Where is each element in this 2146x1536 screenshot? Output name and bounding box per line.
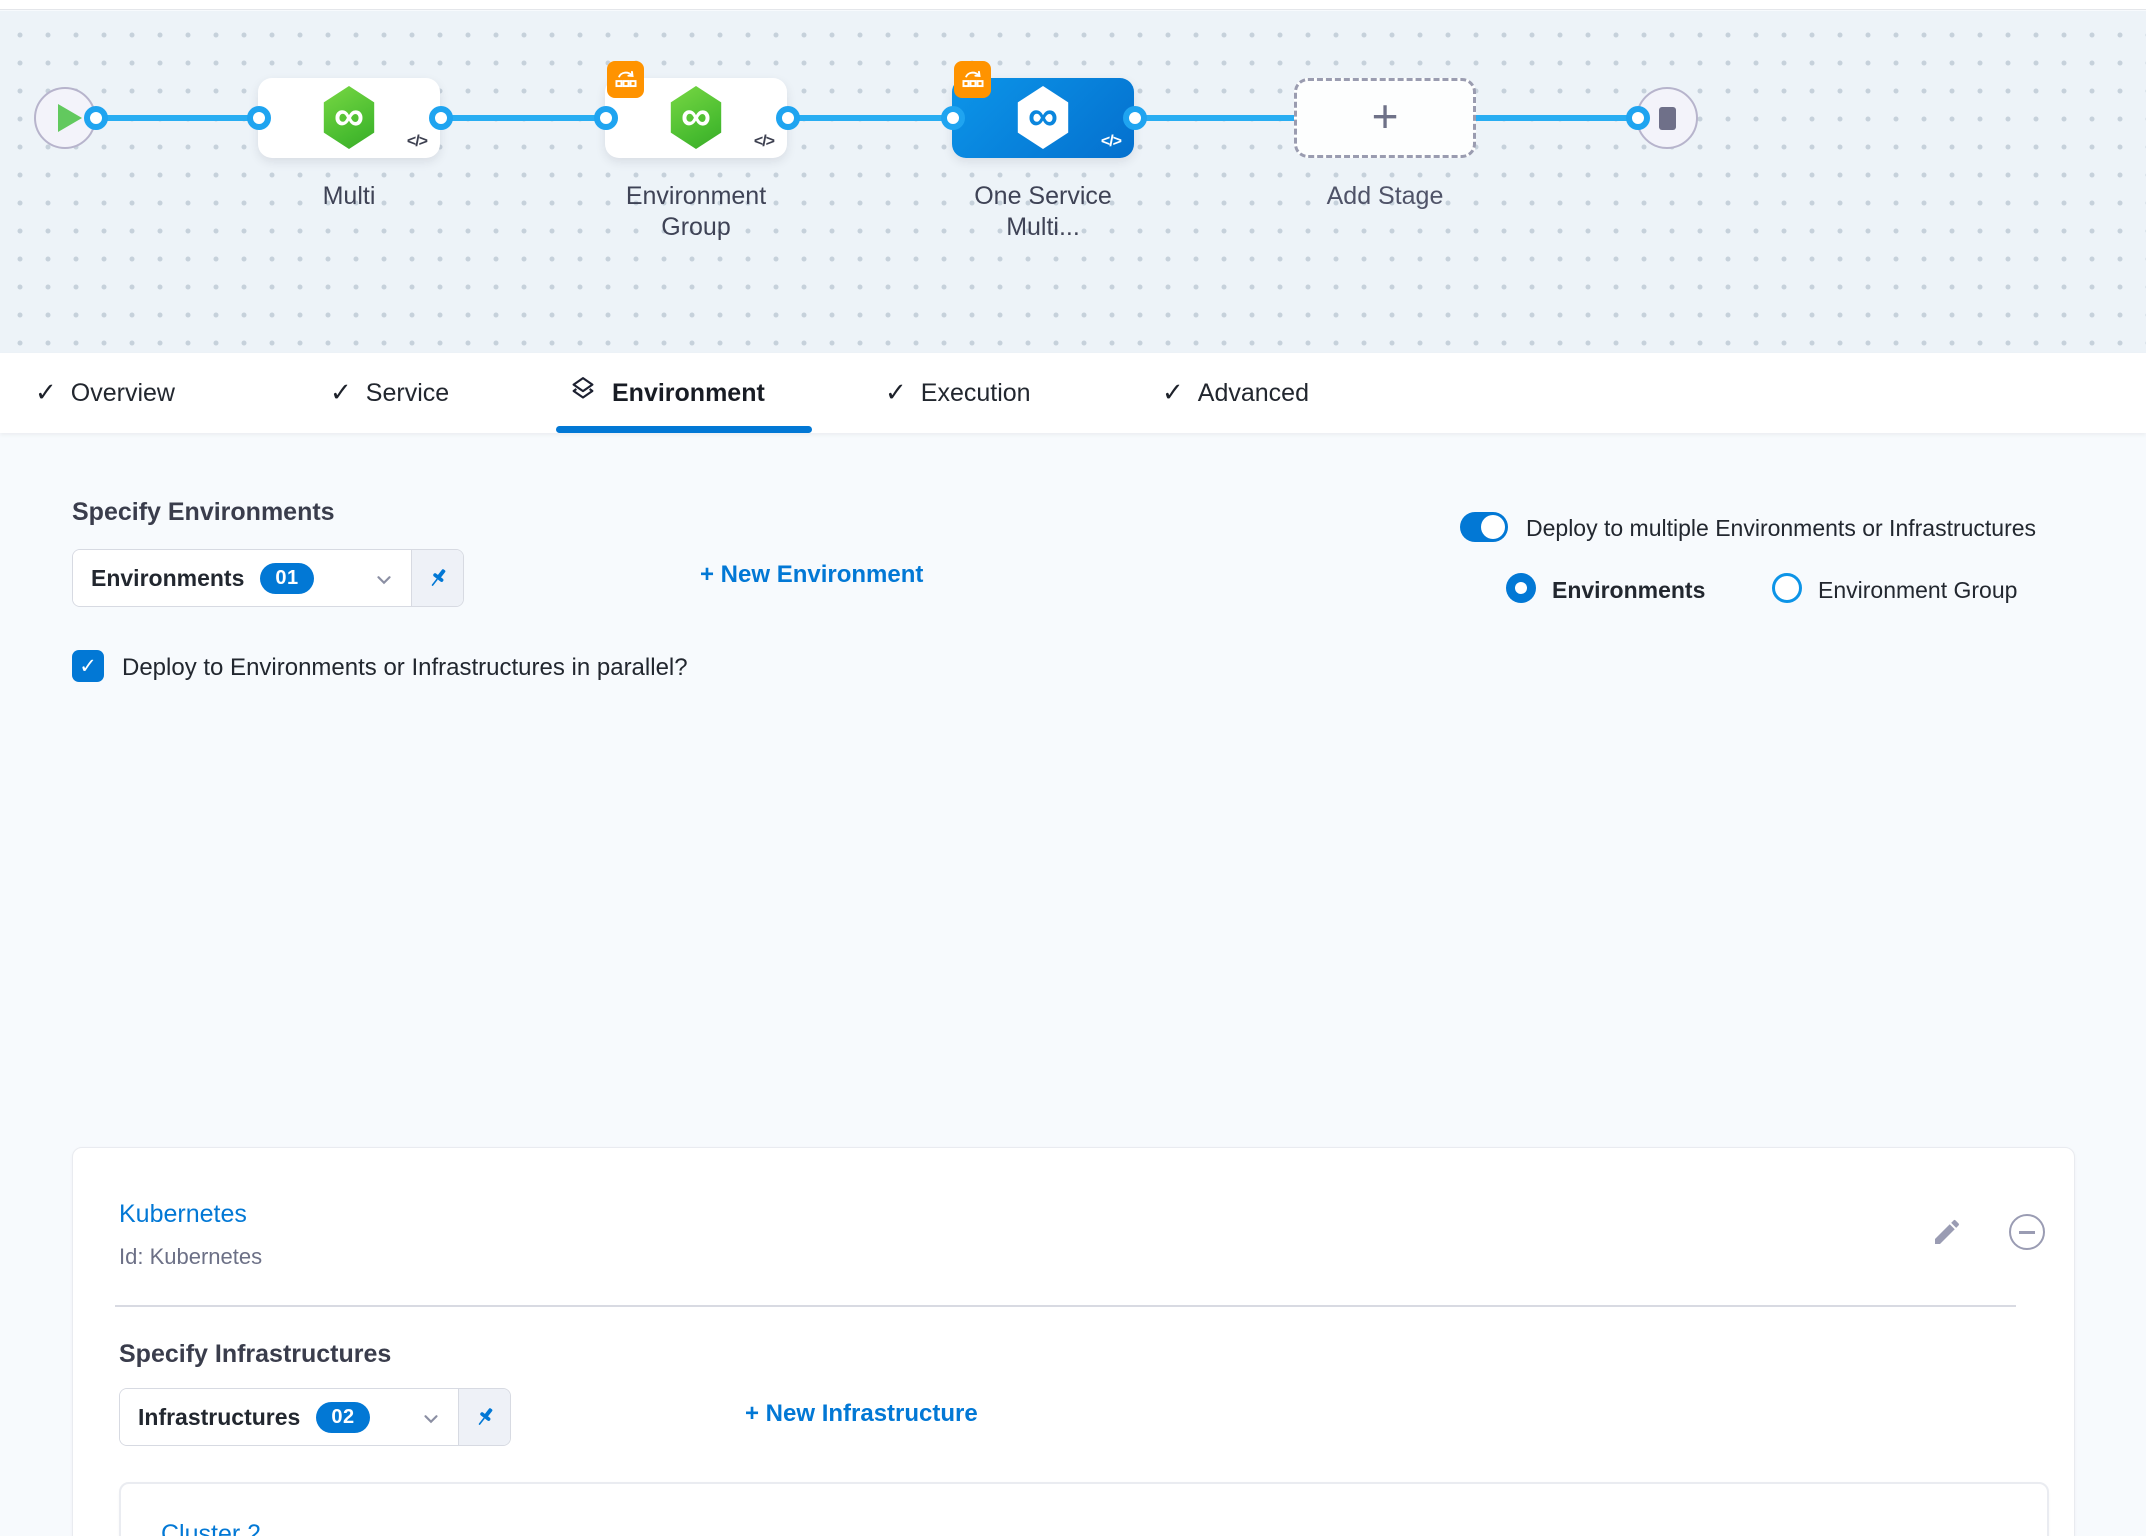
edit-environment-button[interactable] bbox=[1931, 1216, 1963, 1253]
top-divider-strip bbox=[0, 0, 2146, 10]
deployment-stage-icon: ∞ bbox=[1017, 86, 1069, 149]
pin-button[interactable] bbox=[411, 550, 463, 606]
connector-port bbox=[594, 106, 618, 130]
tab-environment[interactable]: Environment bbox=[568, 353, 765, 433]
code-icon[interactable]: </> bbox=[1100, 133, 1122, 150]
pin-button[interactable] bbox=[458, 1389, 510, 1445]
stage-node-environment-group[interactable]: ∞ </> bbox=[605, 61, 787, 158]
environment-id-text: Id: Kubernetes bbox=[119, 1244, 263, 1269]
dropdown-value: Environments bbox=[91, 564, 245, 591]
add-stage-button[interactable]: + bbox=[1294, 78, 1476, 158]
check-icon: ✓ bbox=[79, 654, 97, 678]
connector-port bbox=[84, 106, 108, 130]
pipeline-canvas[interactable]: ∞ </> ∞ </> bbox=[0, 11, 2146, 353]
infrastructures-dropdown[interactable]: Infrastructures 02 bbox=[119, 1388, 511, 1446]
pipeline-end-node[interactable] bbox=[1636, 87, 1698, 149]
environment-tab-panel: Specify Environments Environments 01 bbox=[0, 433, 2146, 1536]
infrastructure-card-cluster-2: Cluster 2 Id: Cluster_2 bbox=[119, 1482, 2049, 1536]
parallel-deploy-checkbox-label: Deploy to Environments or Infrastructure… bbox=[122, 654, 688, 681]
toggle-knob bbox=[1481, 515, 1505, 539]
stage-node-one-service-multi[interactable]: ∞ </> bbox=[952, 61, 1134, 158]
pipeline-connector-line bbox=[95, 115, 1640, 121]
radio-environment-group-label[interactable]: Environment Group bbox=[1818, 577, 2018, 603]
connector-port bbox=[1123, 106, 1147, 130]
deployment-stage-icon: ∞ bbox=[323, 86, 375, 149]
remove-environment-button[interactable] bbox=[2009, 1214, 2045, 1250]
looping-strategy-icon bbox=[607, 61, 644, 98]
specify-environments-heading: Specify Environments bbox=[72, 498, 335, 526]
tab-label: Advanced bbox=[1197, 378, 1309, 407]
infinity-glyph: ∞ bbox=[681, 91, 711, 139]
infinity-glyph: ∞ bbox=[334, 91, 364, 139]
code-icon[interactable]: </> bbox=[753, 133, 775, 150]
plus-icon: + bbox=[1371, 90, 1399, 142]
check-icon: ✓ bbox=[885, 376, 907, 407]
connector-port bbox=[1626, 106, 1650, 130]
pencil-icon bbox=[1935, 1219, 1960, 1244]
new-infrastructure-link[interactable]: + New Infrastructure bbox=[745, 1400, 978, 1427]
active-tab-underline bbox=[556, 426, 812, 433]
tab-execution[interactable]: ✓ Execution bbox=[885, 353, 1031, 433]
stage-label-multi[interactable]: Multi bbox=[322, 182, 376, 210]
connector-port bbox=[429, 106, 453, 130]
tab-label: Service bbox=[365, 378, 450, 407]
looping-strategy-icon bbox=[954, 61, 991, 98]
connector-port bbox=[247, 106, 271, 130]
deploy-multiple-toggle[interactable] bbox=[1460, 512, 1508, 542]
specify-infrastructures-heading: Specify Infrastructures bbox=[119, 1340, 392, 1368]
radio-environments-label[interactable]: Environments bbox=[1552, 577, 1706, 603]
tab-label: Overview bbox=[70, 378, 175, 407]
infrastructure-title-link[interactable]: Cluster 2 bbox=[161, 1520, 262, 1536]
pipeline-start-node[interactable] bbox=[34, 87, 96, 149]
pin-icon bbox=[431, 569, 445, 586]
check-icon: ✓ bbox=[330, 376, 352, 407]
stage-tab-bar: ✓ Overview ✓ Service Environment ✓ Execu… bbox=[0, 353, 2146, 433]
radio-environments[interactable] bbox=[1506, 573, 1536, 603]
count-badge: 01 bbox=[260, 562, 314, 594]
check-icon: ✓ bbox=[1162, 376, 1184, 407]
deploy-multiple-toggle-label: Deploy to multiple Environments or Infra… bbox=[1526, 515, 2037, 541]
tab-label: Environment bbox=[612, 378, 765, 407]
infinity-glyph: ∞ bbox=[1028, 91, 1058, 139]
chevron-down-icon bbox=[420, 1408, 442, 1435]
environments-dropdown-field[interactable]: Environments 01 bbox=[73, 550, 411, 606]
stop-icon bbox=[1659, 107, 1676, 130]
tab-advanced[interactable]: ✓ Advanced bbox=[1162, 353, 1309, 433]
environment-layers-icon bbox=[568, 375, 598, 412]
connector-port bbox=[941, 106, 965, 130]
stage-label-one-service-multi[interactable]: One Service Multi... bbox=[974, 182, 1112, 241]
infrastructures-dropdown-field[interactable]: Infrastructures 02 bbox=[120, 1389, 458, 1445]
chevron-down-icon bbox=[373, 569, 395, 596]
tab-label: Execution bbox=[920, 378, 1031, 407]
dropdown-value: Infrastructures bbox=[138, 1403, 301, 1430]
radio-dot bbox=[1515, 582, 1527, 594]
stage-label-environment-group[interactable]: Environment Group bbox=[625, 182, 767, 241]
new-environment-link[interactable]: + New Environment bbox=[700, 561, 924, 588]
count-badge: 02 bbox=[316, 1401, 370, 1433]
pin-icon bbox=[478, 1408, 492, 1425]
parallel-deploy-checkbox[interactable]: ✓ bbox=[72, 650, 104, 682]
environments-dropdown[interactable]: Environments 01 bbox=[72, 549, 464, 607]
card-divider bbox=[115, 1305, 2016, 1307]
connector-port bbox=[776, 106, 800, 130]
deployment-stage-icon: ∞ bbox=[670, 86, 722, 149]
code-icon[interactable]: </> bbox=[406, 133, 428, 150]
radio-environment-group[interactable] bbox=[1772, 573, 1802, 603]
stage-node-multi[interactable]: ∞ </> bbox=[258, 78, 440, 158]
add-stage-label[interactable]: Add Stage bbox=[1326, 182, 1444, 210]
environment-title-link[interactable]: Kubernetes bbox=[119, 1200, 247, 1228]
play-icon bbox=[58, 104, 82, 132]
tab-overview[interactable]: ✓ Overview bbox=[35, 353, 175, 433]
check-icon: ✓ bbox=[35, 376, 57, 407]
minus-icon bbox=[2019, 1231, 2035, 1234]
tab-service[interactable]: ✓ Service bbox=[330, 353, 449, 433]
environment-card-kubernetes: Kubernetes Id: Kubernetes Specify Infras… bbox=[72, 1147, 2075, 1536]
